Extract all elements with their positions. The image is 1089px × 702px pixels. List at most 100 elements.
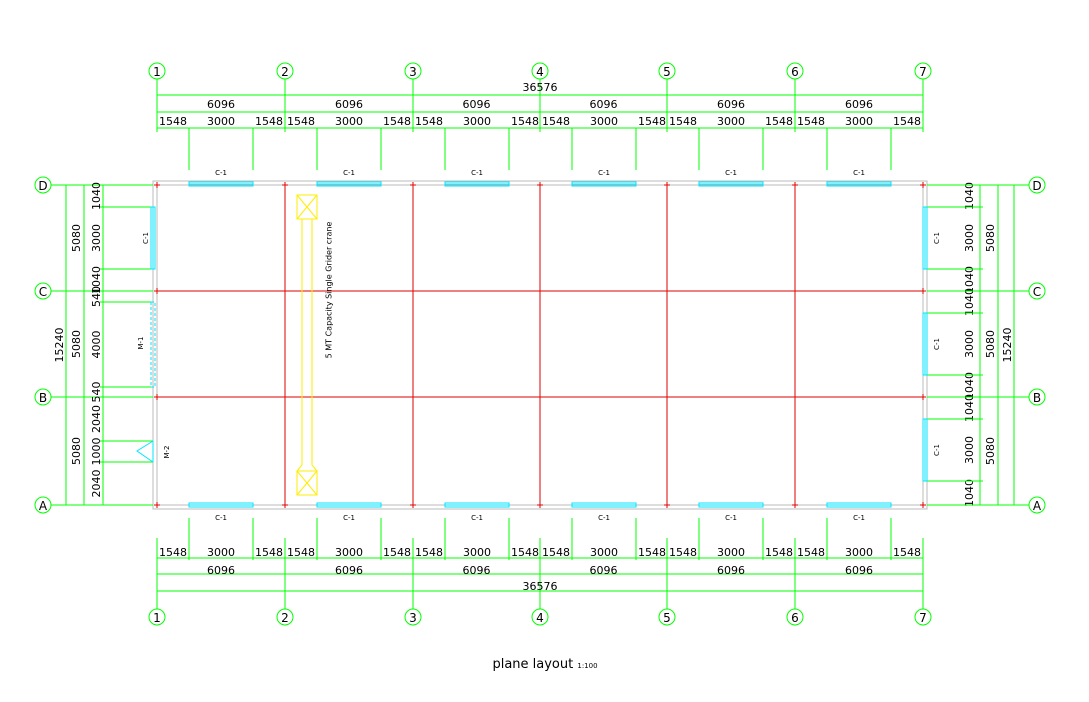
dimension-text: 1548	[255, 115, 283, 128]
door-tag: M-1	[137, 336, 145, 349]
caption-scale: 1:100	[577, 662, 597, 670]
column-axis-bubble	[148, 62, 166, 80]
column-axis-label: 6	[791, 611, 799, 625]
crane-label: 5 MT Capacity Single Grider crane	[325, 222, 334, 359]
dimension-text: 1040	[90, 266, 103, 294]
row-axis-label: A	[39, 499, 48, 513]
window-tag: C-1	[933, 444, 941, 456]
dimension-text: 1548	[542, 115, 570, 128]
row-axis-bubble	[1028, 176, 1046, 194]
dimension-text: 15240	[53, 328, 66, 363]
dimension-text: 6096	[845, 564, 873, 577]
column-axis-bubble	[404, 608, 422, 626]
window-tag: C-1	[725, 169, 737, 177]
dimension-text: 1548	[765, 115, 793, 128]
dimension-text: 36576	[523, 81, 558, 94]
row-axis-label: D	[1032, 179, 1041, 193]
door-small-swing	[136, 440, 154, 463]
dimension-text: 1548	[669, 546, 697, 559]
dimension-text: 1548	[159, 115, 187, 128]
window-tag: C-1	[142, 232, 150, 244]
dimension-text: 3000	[845, 546, 873, 559]
dimension-text: 3000	[207, 546, 235, 559]
dimension-text: 1548	[765, 546, 793, 559]
column-axis-label: 1	[153, 611, 161, 625]
row-axis-label: A	[1033, 499, 1042, 513]
window-tag: C-1	[215, 514, 227, 522]
crane-end-cross	[296, 470, 318, 496]
dimension-text: 1040	[963, 372, 976, 400]
dimension-text: 5080	[70, 330, 83, 358]
row-axis-label: D	[38, 179, 47, 193]
column-axis-bubble	[914, 608, 932, 626]
dimension-text: 6096	[717, 98, 745, 111]
dimension-text: 3000	[463, 546, 491, 559]
row-axis-bubble	[34, 388, 52, 406]
window-tag: C-1	[933, 232, 941, 244]
dimension-text: 1548	[255, 546, 283, 559]
column-axis-bubble	[148, 608, 166, 626]
dimension-text: 1548	[797, 115, 825, 128]
dimension-text: 6096	[207, 564, 235, 577]
row-axis-bubble	[1028, 388, 1046, 406]
dimension-text: 5080	[70, 437, 83, 465]
column-axis-label: 2	[281, 65, 289, 79]
dimension-text: 1548	[669, 115, 697, 128]
dimension-text: 2040	[90, 405, 103, 433]
window-tag: C-1	[343, 169, 355, 177]
column-axis-label: 7	[919, 611, 927, 625]
dimension-text: 1548	[287, 546, 315, 559]
row-axis-bubble	[1028, 282, 1046, 300]
drawing-caption: plane layout 1:100	[492, 657, 597, 672]
dimension-text: 1548	[893, 546, 921, 559]
row-axis-bubble	[34, 176, 52, 194]
dimension-text: 1548	[638, 546, 666, 559]
dimension-text: 15240	[1001, 328, 1014, 363]
column-axis-bubble	[786, 608, 804, 626]
dimension-text: 540	[90, 286, 103, 307]
column-axis-label: 3	[409, 611, 417, 625]
dimension-text: 6096	[335, 564, 363, 577]
dimension-text: 6096	[717, 564, 745, 577]
dimension-text: 5080	[70, 224, 83, 252]
window-tag: C-1	[853, 514, 865, 522]
dimension-text: 3000	[207, 115, 235, 128]
dimension-text: 1548	[511, 115, 539, 128]
dimension-text: 1040	[90, 182, 103, 210]
dimension-text: 3000	[90, 224, 103, 252]
column-axis-label: 1	[153, 65, 161, 79]
column-axis-label: 3	[409, 65, 417, 79]
dimension-text: 3000	[963, 436, 976, 464]
column-axis-bubble	[658, 62, 676, 80]
column-axis-bubble	[786, 62, 804, 80]
row-axis-bubble	[34, 282, 52, 300]
column-axis-label: 7	[919, 65, 927, 79]
window-tag: C-1	[215, 169, 227, 177]
column-axis-bubble	[531, 608, 549, 626]
crane-girder	[296, 219, 318, 472]
dimension-text: 3000	[463, 115, 491, 128]
dimension-text: 1548	[638, 115, 666, 128]
column-axis-bubble	[404, 62, 422, 80]
dimension-text: 1040	[963, 394, 976, 422]
dimension-text: 1548	[542, 546, 570, 559]
row-axis-label: B	[39, 391, 47, 405]
dimension-text: 1548	[415, 546, 443, 559]
door-large	[150, 301, 156, 388]
window-tag: C-1	[933, 338, 941, 350]
crane-end-box	[296, 194, 318, 220]
dimension-text: 1040	[963, 182, 976, 210]
dimension-text: 1548	[383, 546, 411, 559]
dimension-text: 540	[90, 382, 103, 403]
dimension-text: 3000	[963, 224, 976, 252]
dimension-text: 6096	[335, 98, 363, 111]
window-tag: C-1	[725, 514, 737, 522]
dimension-text: 3000	[335, 115, 363, 128]
column-axis-label: 2	[281, 611, 289, 625]
dimension-text: 2040	[90, 470, 103, 498]
dimension-text: 1548	[383, 115, 411, 128]
column-axis-bubble	[914, 62, 932, 80]
dimension-text: 1000	[90, 438, 103, 466]
row-axis-bubble	[1028, 496, 1046, 514]
row-axis-label: C	[39, 285, 47, 299]
